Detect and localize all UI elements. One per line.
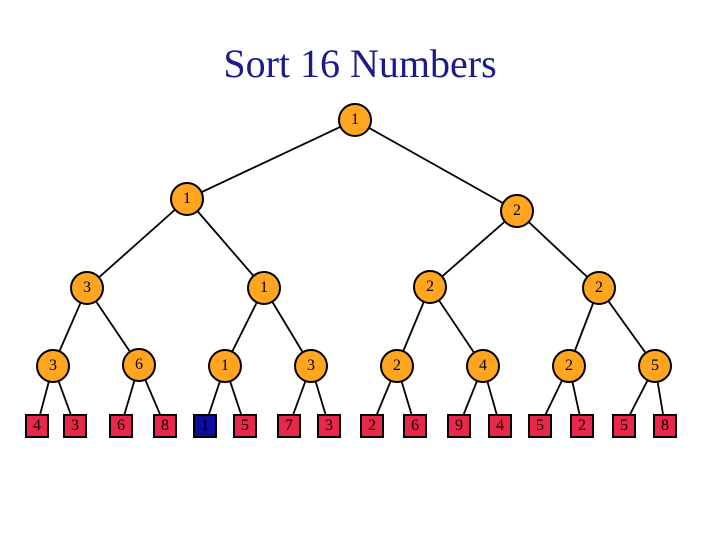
tree-node-root: 1 [338,103,372,137]
tree-edge [354,119,518,212]
tree-node-l4-6: 2 [552,349,586,383]
leaf-square: 3 [63,414,87,438]
leaf-square: 4 [488,414,512,438]
tree-node-l4-2: 1 [208,349,242,383]
leaf-square: 8 [653,414,677,438]
tree-node-l2-0: 1 [170,182,204,216]
leaf-square: 5 [233,414,257,438]
tree-edge [516,210,600,289]
leaf-square: 8 [153,414,177,438]
slide-title: Sort 16 Numbers [223,41,497,86]
leaf-square: 6 [403,414,427,438]
tree-node-l4-3: 3 [294,349,328,383]
tree-node-l4-0: 3 [36,349,70,383]
tree-node-l4-7: 5 [638,349,672,383]
tree-node-l3-3: 2 [582,271,616,305]
leaf-square: 4 [25,414,49,438]
tree-node-l4-4: 2 [380,349,414,383]
leaf-square-highlighted: 1 [193,414,217,438]
leaf-square: 2 [360,414,384,438]
leaf-square: 6 [109,414,133,438]
tree-node-l4-5: 4 [466,349,500,383]
leaf-square: 3 [317,414,341,438]
leaf-square: 9 [447,414,471,438]
tree-edge [186,198,265,289]
leaf-square: 2 [570,414,594,438]
tree-edge [429,210,518,288]
tree-edge [186,119,356,200]
leaf-square: 7 [277,414,301,438]
tree-node-l3-0: 3 [70,271,104,305]
tree-node-l3-2: 2 [413,270,447,304]
tree-node-l3-1: 1 [247,271,281,305]
tree-node-l2-1: 2 [500,194,534,228]
tree-edge [86,198,188,289]
leaf-square: 5 [612,414,636,438]
tree-node-l4-1: 6 [122,348,156,382]
leaf-square: 5 [528,414,552,438]
